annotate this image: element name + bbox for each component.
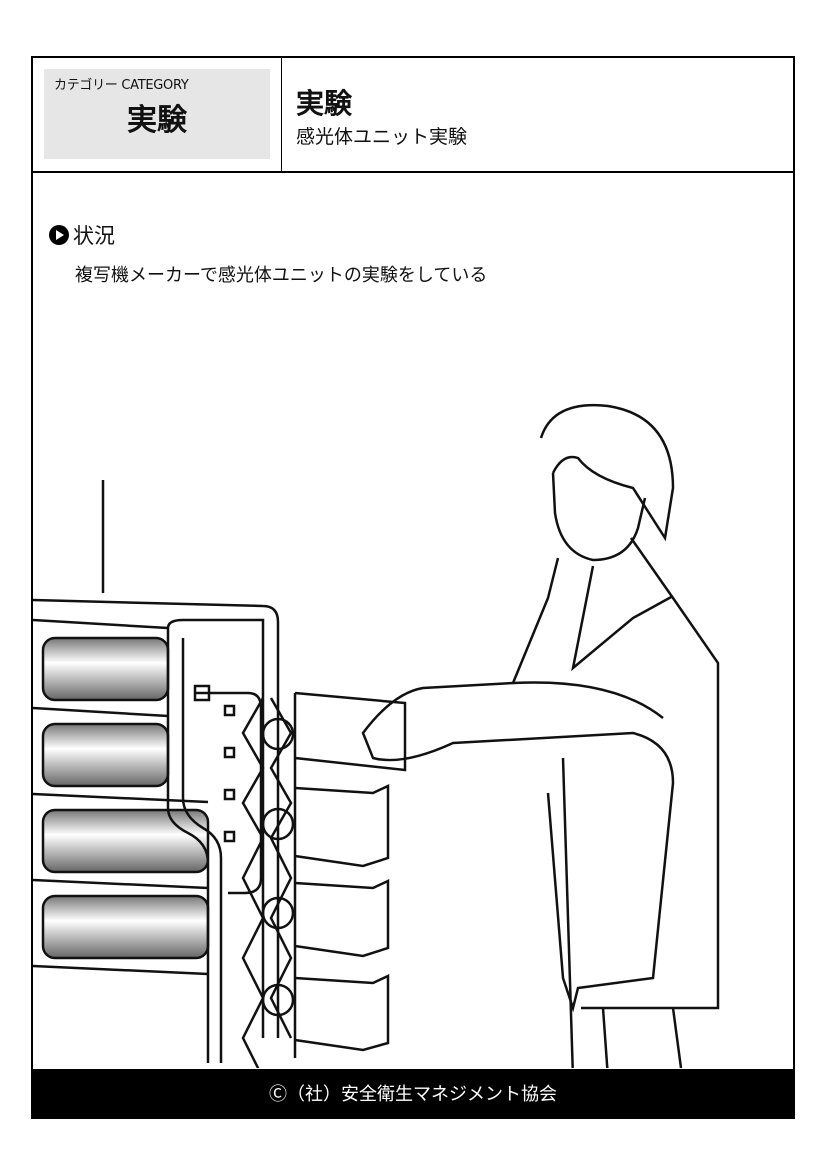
- category-label: カテゴリー CATEGORY: [54, 78, 189, 93]
- play-circle-icon: [49, 225, 69, 245]
- illustration-experiment: [33, 403, 720, 1068]
- situation-heading-label: 状況: [73, 224, 115, 248]
- page-subtitle: 感光体ユニット実験: [296, 126, 468, 148]
- header: カテゴリー CATEGORY 実験 実験 感光体ユニット実験: [33, 58, 793, 173]
- divider: [281, 58, 282, 171]
- category-box: カテゴリー CATEGORY 実験: [44, 69, 270, 159]
- drum-rolls: [33, 636, 210, 976]
- situation-heading: 状況: [49, 220, 115, 250]
- footer-copyright: Ⓒ（社）安全衛生マネジメント協会: [33, 1069, 793, 1117]
- situation-text: 複写機メーカーで感光体ユニットの実験をしている: [75, 265, 488, 286]
- card-frame: カテゴリー CATEGORY 実験 実験 感光体ユニット実験 状況 複写機メーカ…: [31, 56, 795, 1119]
- category-value: 実験: [127, 103, 187, 138]
- page-title: 実験: [296, 87, 353, 120]
